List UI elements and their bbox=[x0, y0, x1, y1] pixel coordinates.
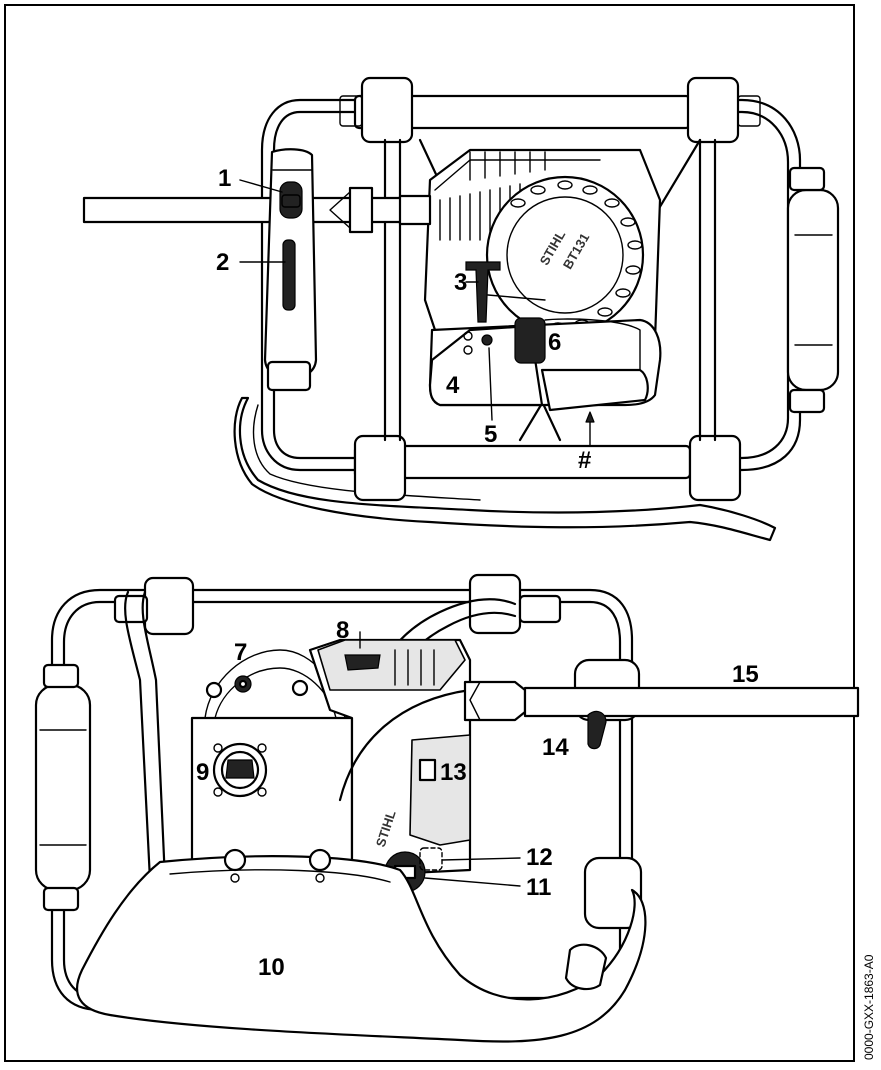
callout-1: 1 bbox=[218, 165, 231, 192]
leader-11 bbox=[424, 877, 521, 887]
top-clamp-bl bbox=[353, 434, 407, 502]
callout-hash: # bbox=[578, 447, 591, 474]
bottom-gear-housing bbox=[190, 716, 354, 868]
bottom-part-8-cover bbox=[317, 639, 466, 691]
callout-12: 12 bbox=[526, 844, 553, 871]
bottom-view: STIHL 7 bbox=[34, 573, 860, 1043]
leader-5 bbox=[488, 347, 493, 421]
callout-6: 6 bbox=[548, 329, 561, 356]
top-part-6-tank-cap bbox=[514, 317, 546, 364]
callout-13: 13 bbox=[440, 759, 467, 786]
leader-12 bbox=[441, 857, 521, 861]
callout-2: 2 bbox=[216, 249, 229, 276]
bottom-spindle-bar bbox=[338, 680, 860, 802]
top-clamp-br bbox=[688, 434, 742, 502]
callout-4: 4 bbox=[446, 372, 460, 399]
callout-14: 14 bbox=[542, 734, 569, 761]
top-control-handle bbox=[263, 148, 318, 392]
top-handle-frame bbox=[260, 98, 802, 472]
figure-code: 0000-GXX-1863-A0 bbox=[862, 954, 876, 1060]
callout-10: 10 bbox=[258, 954, 285, 981]
top-leader-lines bbox=[239, 179, 595, 447]
bottom-part-10-foot-plate bbox=[76, 855, 647, 1043]
top-part-3-starter-grip bbox=[465, 261, 546, 323]
top-right-grip bbox=[786, 188, 840, 392]
callout-11: 11 bbox=[526, 874, 551, 901]
top-foot-bumper bbox=[233, 396, 777, 542]
top-clamp-tl bbox=[360, 76, 414, 144]
bottom-part-14-lever bbox=[587, 710, 607, 750]
top-spindle-bar bbox=[82, 186, 432, 234]
callout-5: 5 bbox=[484, 421, 497, 448]
callout-9: 9 bbox=[196, 759, 209, 786]
leader-1 bbox=[239, 179, 283, 193]
top-part-2-throttle-lock bbox=[282, 239, 296, 311]
top-view: STIHL BT131 bbox=[82, 76, 840, 542]
bottom-part-13-filter-cover bbox=[409, 734, 471, 846]
callout-8: 8 bbox=[336, 617, 349, 644]
bottom-leader-lines bbox=[359, 631, 521, 887]
top-part-1-stop-switch bbox=[279, 181, 303, 219]
callout-15: 15 bbox=[732, 661, 759, 688]
bottom-part-12-primer bbox=[419, 847, 443, 871]
callout-7: 7 bbox=[234, 639, 247, 666]
top-engine: STIHL BT131 bbox=[423, 148, 662, 347]
callout-3: 3 bbox=[454, 269, 467, 296]
top-part-5-screw bbox=[481, 334, 493, 346]
bottom-part-9-spindle bbox=[212, 742, 268, 798]
top-starter-vents bbox=[510, 180, 643, 332]
top-clamp-tr bbox=[686, 76, 740, 144]
bottom-left-grip bbox=[34, 683, 92, 892]
top-part-4-cover bbox=[428, 324, 544, 407]
